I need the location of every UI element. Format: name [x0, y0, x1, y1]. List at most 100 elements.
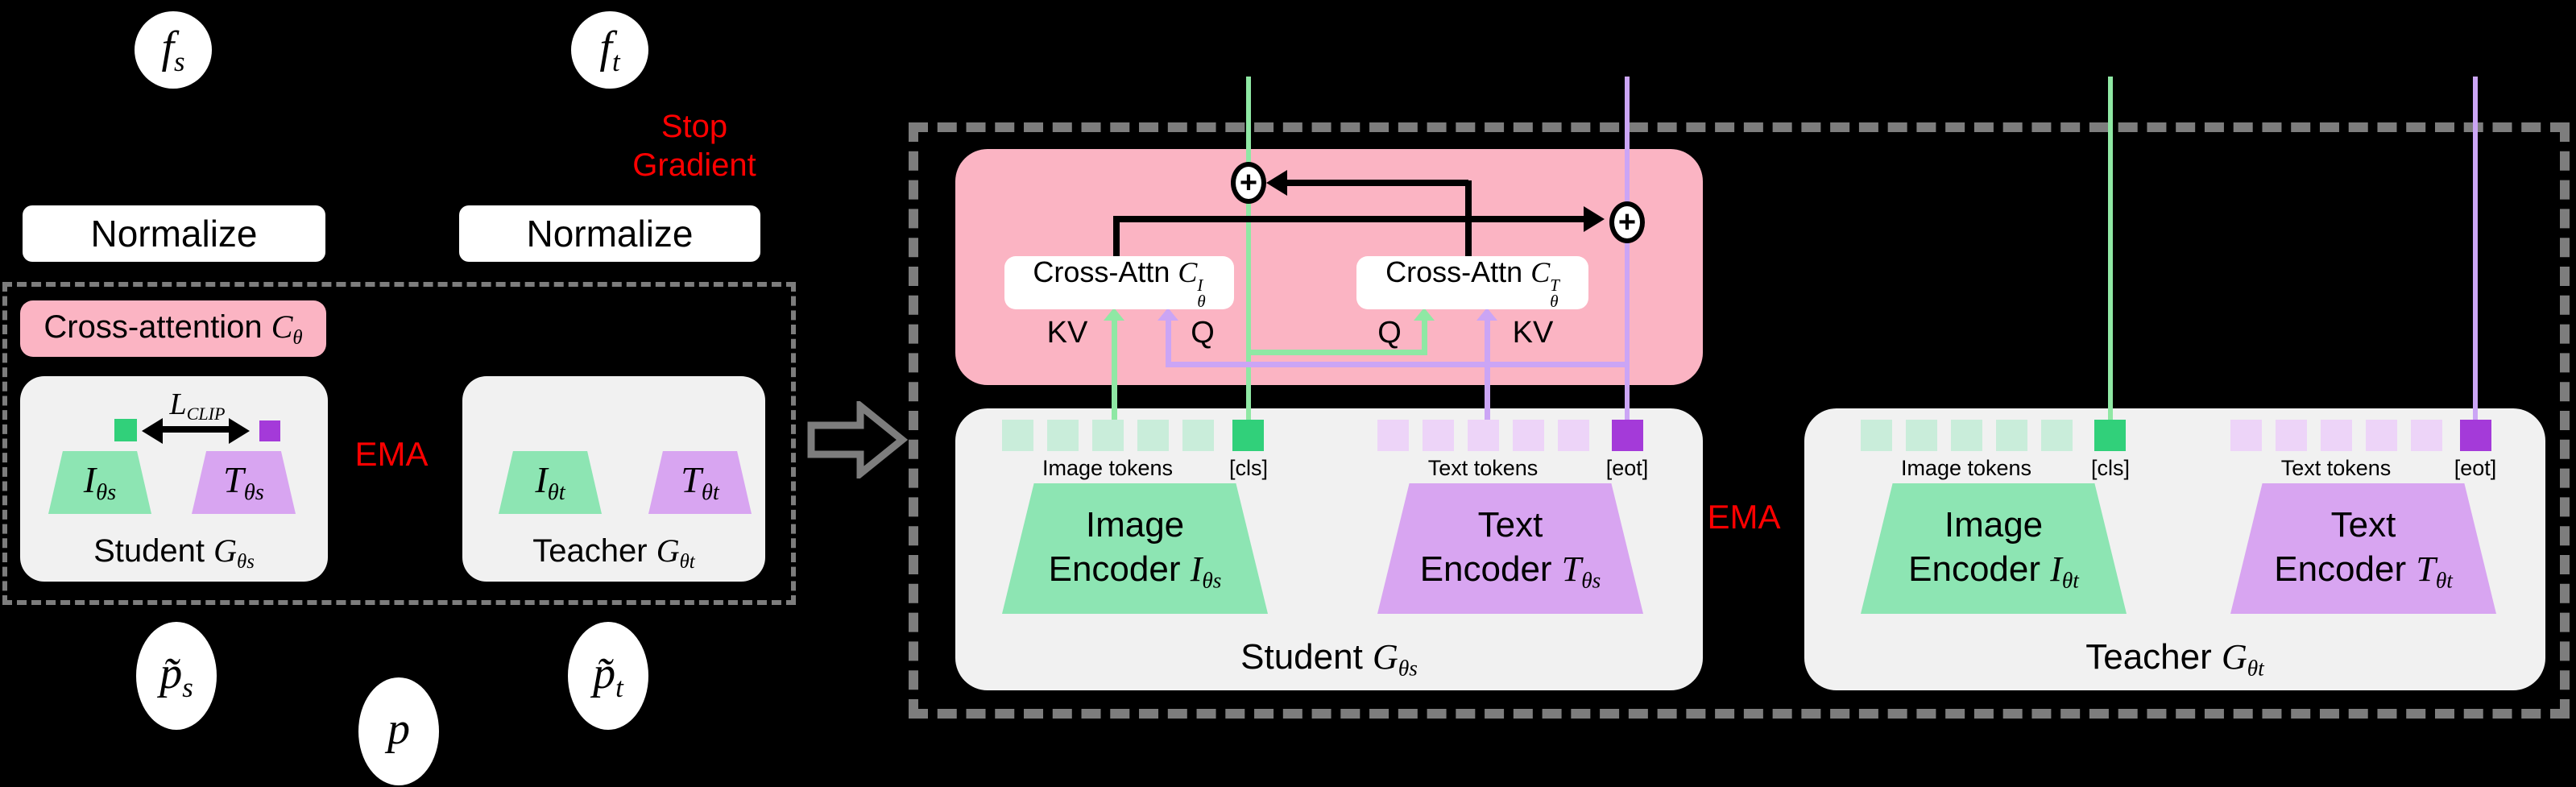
teacher-eot-label: [eot] [2454, 456, 2497, 480]
normalize-student-label: Normalize [90, 213, 258, 255]
node-ft-label: ft [599, 22, 620, 78]
token-square [2276, 420, 2307, 451]
image-encoder-teacher-left-label: Iθt [535, 459, 565, 506]
student-eot-feature-line [1625, 77, 1630, 420]
eot-square-left [259, 420, 280, 441]
teacher-eot-feature-line [2473, 77, 2478, 420]
teacher-image-tokens-label: Image tokens [1900, 456, 2032, 480]
q-arrowhead-green-icon [1414, 308, 1435, 321]
token-square [1951, 420, 1982, 451]
node-ps-label: p̃s [159, 648, 193, 704]
q-arrowhead-purple-icon [1158, 308, 1178, 321]
student-left-caption: Student Gθs [93, 532, 255, 573]
cross-attention-box: Cross-attention Cθ [20, 300, 326, 357]
student-eot-label: [eot] [1605, 456, 1649, 480]
token-square [2041, 420, 2073, 451]
token-square [1513, 420, 1544, 451]
clip-arrowhead-left-icon [142, 418, 163, 444]
image-encoder-student-right-label: Image Encoder Iθs [1048, 505, 1222, 593]
text-encoder-teacher-right-label: Text Encoder Tθt [2274, 505, 2453, 593]
image-encoder-teacher-right-label: Image Encoder Iθt [1908, 505, 2079, 593]
clip-arrow-shaft [159, 426, 232, 433]
q-connector-purple [1166, 362, 1630, 367]
q-image-label: Q [1191, 316, 1215, 350]
student-text-token-row [1377, 420, 1589, 451]
text-encoder-teacher-right: Text Encoder Tθt [2230, 483, 2496, 614]
ema-label-right: EMA [1707, 498, 1781, 536]
node-fs-label: fs [161, 22, 185, 78]
q-text-label: Q [1377, 316, 1402, 350]
clip-arrowhead-right-icon [229, 418, 250, 444]
right-dashed-group-box [909, 122, 2570, 719]
cross-attention-label: Cross-attention Cθ [43, 309, 303, 349]
token-square [1092, 420, 1124, 451]
token-square [2321, 420, 2352, 451]
residual-image-horizontal [1113, 216, 1584, 222]
text-encoder-student-left: Tθs [192, 451, 296, 514]
student-cls-label: [cls] [1228, 456, 1268, 480]
image-encoder-student-left: Iθs [48, 451, 151, 514]
add-node-image-icon: + [1231, 162, 1266, 204]
q-connector-green [1249, 350, 1427, 355]
node-pt: p̃t [568, 622, 648, 730]
node-pt-label: p̃t [593, 648, 623, 704]
token-square [1137, 420, 1169, 451]
token-square [2411, 420, 2442, 451]
kv-shaft-purple [1485, 319, 1490, 420]
residual-image-arrowhead-icon [1584, 206, 1605, 232]
residual-text-horizontal [1287, 180, 1468, 186]
token-square [1047, 420, 1079, 451]
node-p-label: p [387, 703, 410, 754]
kv-text-label: KV [1512, 316, 1554, 350]
normalize-student-box: Normalize [23, 205, 325, 262]
normalize-teacher-box: Normalize [459, 205, 760, 262]
residual-image-vertical [1113, 219, 1120, 258]
kv-shaft-green [1112, 319, 1117, 420]
teacher-cls-token [2094, 420, 2126, 451]
teacher-text-tokens-label: Text tokens [2280, 456, 2392, 480]
left-dashed-group-box [2, 282, 796, 605]
node-fs: fs [135, 11, 212, 89]
teacher-image-token-row [1861, 420, 2073, 451]
teacher-eot-token [2460, 420, 2491, 451]
text-encoder-teacher-left: Tθt [648, 451, 752, 514]
normalize-teacher-label: Normalize [526, 213, 694, 255]
teacher-cls-label: [cls] [2090, 456, 2130, 480]
text-encoder-teacher-left-label: Tθt [681, 459, 719, 506]
image-encoder-teacher-right: Image Encoder Iθt [1861, 483, 2127, 614]
image-encoder-teacher-left: Iθt [499, 451, 602, 514]
token-square [1558, 420, 1589, 451]
token-square [1182, 420, 1214, 451]
text-encoder-student-right: Text Encoder Tθs [1377, 483, 1643, 614]
teacher-cls-feature-line [2108, 77, 2113, 420]
student-cls-feature-line [1246, 77, 1251, 420]
q-shaft-purple [1166, 319, 1171, 367]
teacher-right-caption: Teacher Gθt [2085, 637, 2264, 681]
token-square [1002, 420, 1033, 451]
node-ft: ft [571, 11, 648, 89]
token-square [1423, 420, 1454, 451]
kv-arrowhead-purple-icon [1476, 308, 1497, 321]
q-shaft-green [1422, 319, 1427, 355]
token-square [2230, 420, 2262, 451]
node-p: p [358, 677, 439, 785]
text-encoder-student-right-label: Text Encoder Tθs [1419, 505, 1601, 593]
student-cls-token [1232, 420, 1264, 451]
student-right-caption: Student Gθs [1240, 637, 1418, 681]
teacher-left-caption: Teacher Gθt [532, 532, 695, 573]
token-square [1996, 420, 2027, 451]
node-ps: p̃s [136, 622, 217, 730]
kv-image-label: KV [1046, 316, 1088, 350]
token-square [1377, 420, 1409, 451]
stop-gradient-label: Stop Gradient [632, 109, 756, 183]
residual-text-arrowhead-icon [1266, 170, 1287, 196]
kv-arrowhead-green-icon [1104, 308, 1124, 321]
image-encoder-student-right: Image Encoder Iθs [1002, 483, 1268, 614]
ema-label-left: EMA [354, 435, 429, 473]
student-eot-token [1612, 420, 1643, 451]
